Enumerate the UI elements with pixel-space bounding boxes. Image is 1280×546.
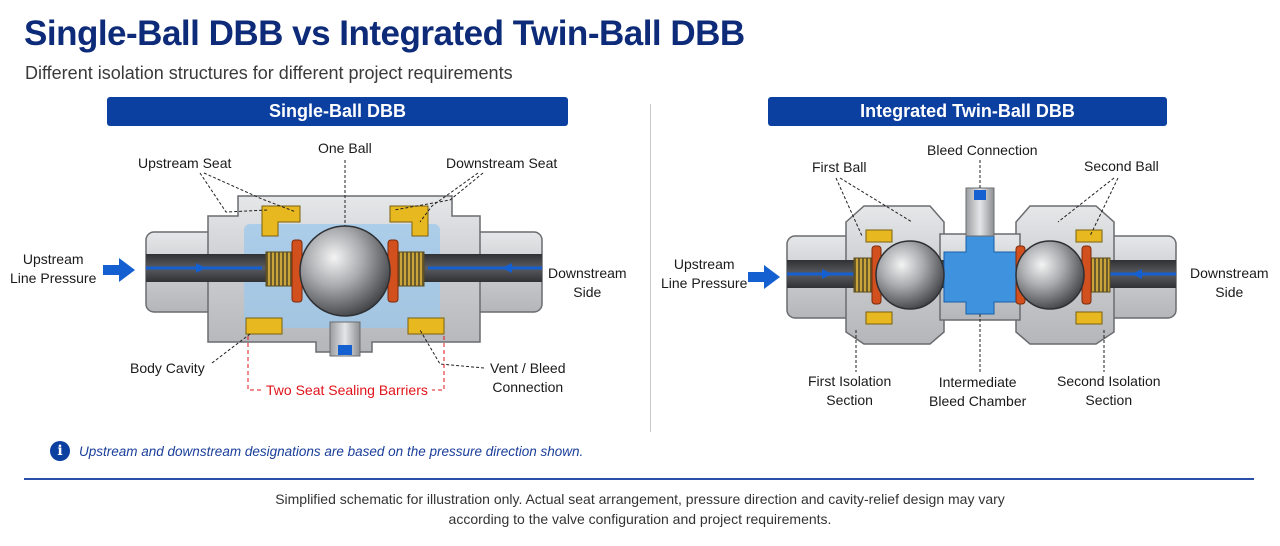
label-vent-bleed: Vent / Bleed Connection (490, 359, 566, 397)
twin-ball-leader-lines (835, 160, 1119, 372)
twin-ball-valve-body (748, 187, 1177, 345)
info-icon: i (50, 441, 70, 461)
single-ball-header: Single-Ball DBB (107, 97, 568, 126)
label-second-isolation-section: Second Isolation Section (1057, 372, 1161, 410)
label-twin-downstream-1: Downstream (1190, 265, 1269, 281)
single-ball-leader-lines (199, 160, 485, 369)
footer-divider (24, 478, 1254, 480)
label-downstream-seat: Downstream Seat (446, 155, 558, 171)
label-first-isolation-2: Section (826, 392, 873, 408)
page-subtitle: Different isolation structures for diffe… (25, 63, 513, 83)
label-two-seat-barriers: Two Seat Sealing Barriers (266, 382, 428, 398)
twin-ball-header: Integrated Twin-Ball DBB (768, 97, 1167, 126)
label-upstream-seat: Upstream Seat (138, 155, 232, 171)
label-first-isolation-1: First Isolation (808, 373, 892, 389)
label-bleed-connection: Bleed Connection (927, 142, 1038, 158)
label-twin-upstream-line-pressure: Upstream Line Pressure (661, 255, 747, 293)
footer-disclaimer: Simplified schematic for illustration on… (140, 489, 1140, 529)
barrier-brackets (247, 336, 445, 391)
label-second-ball: Second Ball (1084, 158, 1159, 174)
label-upstream-line-2: Line Pressure (10, 270, 97, 286)
label-downstream-2: Side (573, 284, 602, 300)
label-upstream-line-pressure: Upstream Line Pressure (10, 250, 96, 288)
label-downstream-side: Downstream Side (548, 264, 627, 302)
label-second-isolation-2: Section (1085, 392, 1133, 408)
label-twin-downstream-2: Side (1215, 284, 1244, 300)
label-one-ball: One Ball (318, 140, 372, 156)
single-ball-valve-body (103, 195, 543, 357)
label-second-isolation-1: Second Isolation (1057, 373, 1161, 389)
label-vent-1: Vent / Bleed (490, 360, 566, 376)
label-downstream-1: Downstream (548, 265, 627, 281)
page-title: Single-Ball DBB vs Integrated Twin-Ball … (24, 14, 745, 53)
label-body-cavity: Body Cavity (130, 360, 205, 376)
info-note-text: Upstream and downstream designations are… (79, 443, 584, 459)
label-vent-2: Connection (492, 379, 564, 395)
label-intermediate-1: Intermediate (938, 374, 1017, 390)
footer-line-1: Simplified schematic for illustration on… (275, 491, 1005, 507)
panel-divider (650, 104, 651, 432)
footer-line-2: according to the valve configuration and… (448, 511, 832, 527)
info-note: i Upstream and downstream designations a… (50, 439, 583, 463)
label-intermediate-2: Bleed Chamber (929, 393, 1027, 409)
label-first-ball: First Ball (812, 159, 867, 175)
label-twin-upstream-2: Line Pressure (661, 275, 748, 291)
label-twin-upstream-1: Upstream (673, 256, 735, 272)
label-intermediate-bleed-chamber: Intermediate Bleed Chamber (929, 373, 1026, 411)
label-first-isolation-section: First Isolation Section (808, 372, 891, 410)
label-twin-downstream-side: Downstream Side (1190, 264, 1269, 302)
label-upstream-line-1: Upstream (22, 251, 84, 267)
